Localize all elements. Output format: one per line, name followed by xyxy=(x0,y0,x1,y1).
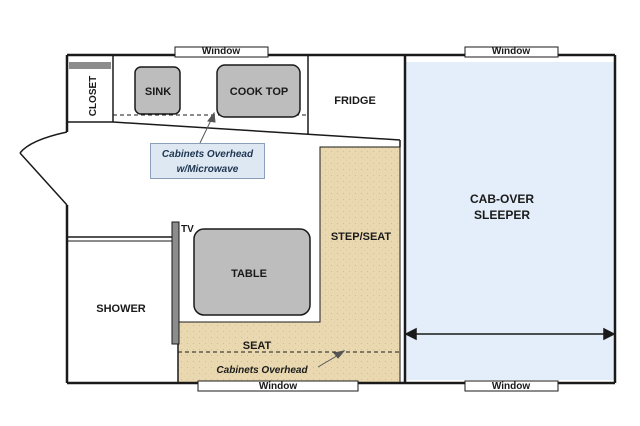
cab-over-sleeper-area xyxy=(405,62,615,380)
entry-door[interactable] xyxy=(19,131,68,206)
note-line-1: Cabinets Overhead xyxy=(161,149,254,160)
window-bottom-left xyxy=(197,380,359,392)
cab-over-label-line1: CAB-OVER xyxy=(470,192,534,206)
note-line-2: w/Microwave xyxy=(176,164,239,175)
sleeper-width-arrow xyxy=(404,327,616,341)
cook-top-label: COOK TOP xyxy=(230,86,288,98)
cook-top[interactable] xyxy=(216,64,301,118)
table[interactable] xyxy=(193,228,311,316)
cab-over-label-line2: SLEEPER xyxy=(474,208,530,222)
window-top-left-label: Window xyxy=(202,46,240,57)
cabinet-leader-arrows xyxy=(199,111,346,368)
table-label: TABLE xyxy=(231,268,267,280)
closet-label: CLOSET xyxy=(88,76,99,117)
window-bottom-right-label: Window xyxy=(492,381,530,392)
window-top-left xyxy=(174,46,269,58)
seat-label: SEAT xyxy=(243,340,272,352)
window-bottom-right xyxy=(464,380,559,392)
shower-label: SHOWER xyxy=(96,303,146,315)
closet-shelf xyxy=(69,62,111,69)
sink-label: SINK xyxy=(145,86,171,98)
sink[interactable] xyxy=(134,66,181,115)
fridge-label: FRIDGE xyxy=(334,95,376,107)
cabinets-microwave-note: Cabinets Overhead w/Microwave xyxy=(150,143,265,179)
step-seat-label: STEP/SEAT xyxy=(331,231,392,243)
window-top-right xyxy=(464,46,559,58)
tv-label: TV xyxy=(181,224,194,235)
cabinets-overhead-label: Cabinets Overhead xyxy=(216,365,308,376)
tv xyxy=(171,221,180,345)
window-top-right-label: Window xyxy=(492,46,530,57)
window-bottom-left-label: Window xyxy=(259,381,297,392)
